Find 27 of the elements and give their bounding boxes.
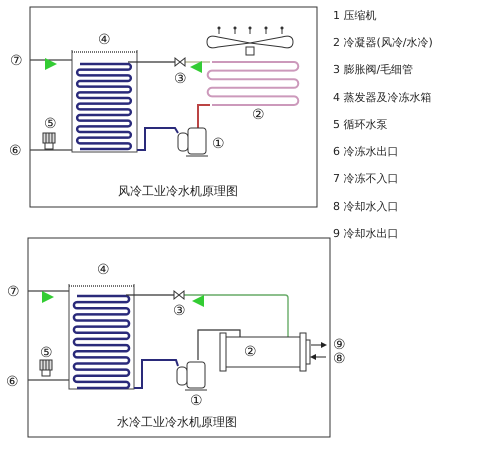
legend-item: 3 膨胀阀/毛细管	[333, 64, 414, 75]
callout-number: ⑥	[9, 144, 22, 158]
callout-number: ③	[173, 304, 186, 318]
diagram-caption: 水冷工业冷水机原理图	[117, 416, 237, 428]
callout-number: ④	[98, 33, 111, 47]
callout-number: ⑦	[7, 285, 20, 299]
diagram-caption: 风冷工业冷水机原理图	[118, 185, 238, 197]
callout-number: ⑨	[333, 338, 346, 352]
legend-item: 4 蒸发器及冷冻水箱	[333, 92, 432, 103]
legend-item: 7 冷冻不入口	[333, 173, 398, 184]
callout-number: ⑦	[10, 54, 23, 68]
legend-item: 8 冷却水入口	[333, 201, 398, 212]
callout-number: ⑧	[333, 352, 346, 366]
legend-item: 5 循环水泵	[333, 119, 388, 130]
callout-number: ①	[212, 137, 225, 151]
callout-number: ⑤	[44, 117, 57, 131]
legend-item: 9 冷却水出口	[333, 228, 398, 239]
callout-number: ②	[244, 345, 257, 359]
callout-number: ①	[190, 394, 203, 408]
legend-item: 2 冷凝器(风冷/水冷)	[333, 37, 433, 48]
legend-item: 6 冷冻水出口	[333, 146, 398, 157]
callout-number: ②	[252, 108, 265, 122]
callout-number: ⑤	[40, 346, 53, 360]
legend-item: 1 压缩机	[333, 10, 376, 21]
callout-number: ⑥	[6, 375, 19, 389]
callout-number: ④	[97, 263, 110, 277]
callout-number: ③	[174, 72, 187, 86]
